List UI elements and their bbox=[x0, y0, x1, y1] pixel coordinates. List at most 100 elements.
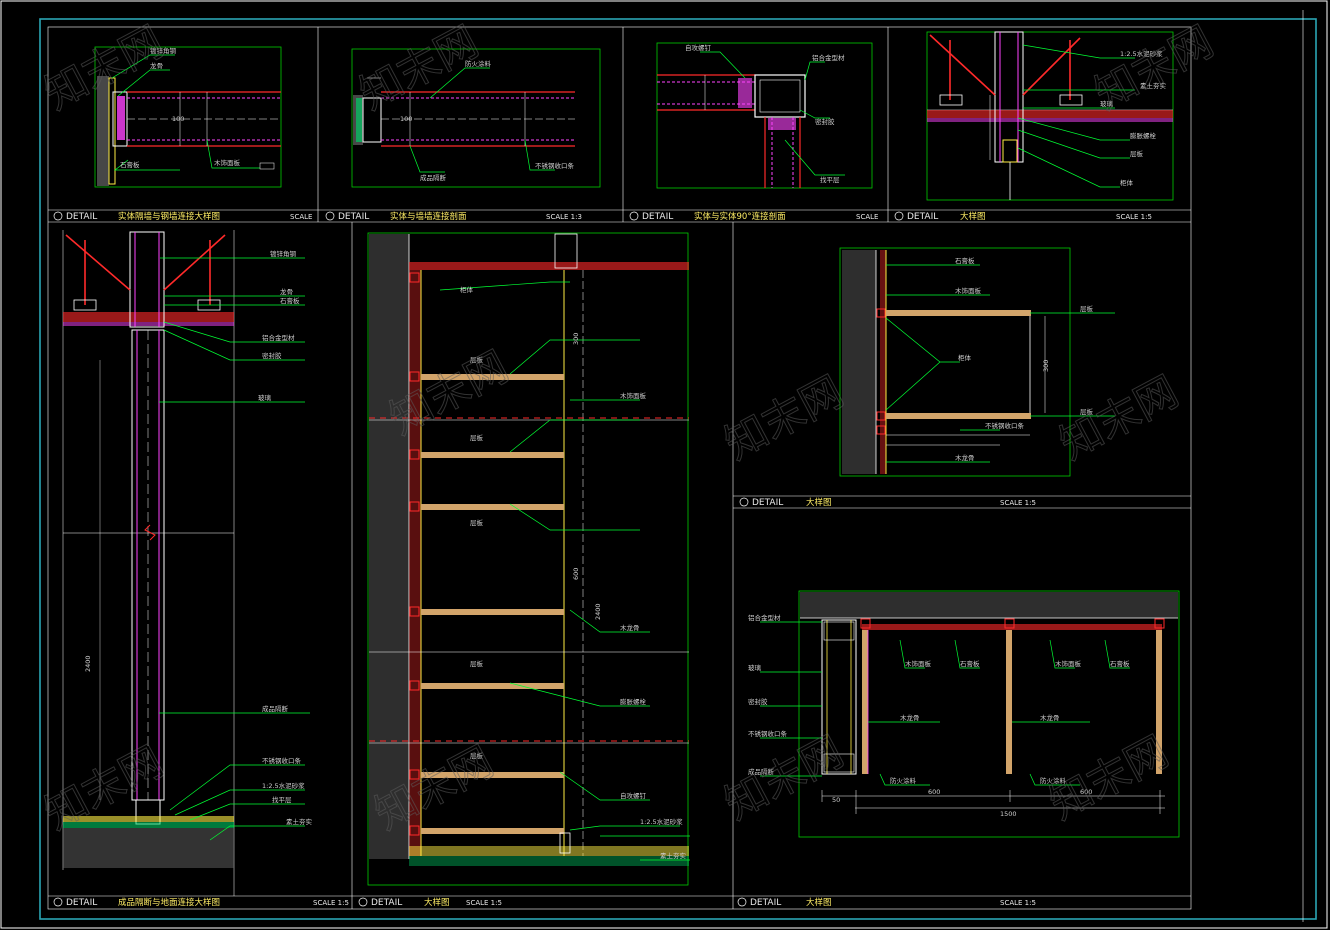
note-3: 石膏板 bbox=[120, 160, 140, 169]
dim-3: 2400 bbox=[84, 655, 92, 672]
note-31: 层板 bbox=[470, 433, 484, 442]
dim-2: 100 bbox=[400, 115, 412, 123]
note-36: 膨胀螺栓 bbox=[620, 697, 647, 706]
note-5: 防火涂料 bbox=[465, 59, 492, 68]
dim-8: 50 bbox=[832, 796, 840, 804]
d8-prefix: DETAIL bbox=[750, 898, 781, 908]
title-strip-d7: DETAIL 大样图 SCALE 1:5 bbox=[358, 897, 502, 908]
detail-4-drawing: 1:2.5水泥砂浆 素土夯实 玻璃 膨胀螺栓 层板 柜体 bbox=[927, 31, 1173, 200]
title-strip-d8: DETAIL 大样图 SCALE 1:5 bbox=[737, 897, 1036, 908]
title-strip-d5: DETAIL 大样图 SCALE 1:5 bbox=[739, 497, 1036, 508]
title-strip-d3: DETAIL 实体与实体90°连接剖面 SCALE bbox=[629, 211, 878, 222]
note-37: 层板 bbox=[470, 751, 484, 760]
note-16: 层板 bbox=[1130, 149, 1144, 158]
d3-prefix: DETAIL bbox=[642, 212, 673, 222]
note-8: 自攻螺钉 bbox=[685, 43, 712, 52]
note-55: 木饰面板 bbox=[1055, 659, 1082, 668]
note-19: 龙骨 bbox=[280, 287, 293, 296]
watermark-2: 知末网 bbox=[352, 16, 486, 118]
d3-title: 实体与实体90°连接剖面 bbox=[694, 211, 786, 222]
note-30: 层板 bbox=[470, 355, 484, 364]
title-strip-d6: DETAIL 成品隔断与地面连接大样图 SCALE 1:5 bbox=[53, 897, 349, 908]
detail-5-drawing: 石膏板 木饰面板 层板 柜体 层板 不锈钢收口条 木龙骨 300 bbox=[842, 250, 1115, 474]
d3-scale: SCALE bbox=[856, 213, 878, 221]
note-10: 密封胶 bbox=[815, 117, 835, 126]
note-34: 木龙骨 bbox=[620, 623, 640, 632]
note-9: 铝合金型材 bbox=[812, 53, 845, 62]
watermark-6: 知末网 bbox=[1052, 366, 1186, 468]
note-45: 层板 bbox=[1080, 407, 1094, 416]
note-47: 木龙骨 bbox=[955, 453, 975, 462]
note-42: 木饰面板 bbox=[955, 286, 982, 295]
dim-11: 1500 bbox=[1000, 810, 1017, 818]
dim-4: 300 bbox=[572, 333, 580, 345]
d1-prefix: DETAIL bbox=[66, 212, 97, 222]
note-24: 成品隔断 bbox=[262, 704, 289, 713]
d5-title: 大样图 bbox=[806, 497, 832, 508]
note-2: 龙骨 bbox=[150, 61, 163, 70]
note-18: 镀锌角钢 bbox=[270, 249, 297, 258]
panel-dividers bbox=[48, 27, 1191, 909]
note-11: 找平层 bbox=[820, 175, 840, 184]
note-41: 石膏板 bbox=[955, 256, 975, 265]
watermark-5: 知末网 bbox=[717, 366, 851, 468]
d2-prefix: DETAIL bbox=[338, 212, 369, 222]
note-1: 镀锌角钢 bbox=[150, 46, 177, 55]
d8-title: 大样图 bbox=[806, 897, 832, 908]
d1-scale: SCALE bbox=[290, 213, 312, 221]
note-13: 素土夯实 bbox=[1140, 81, 1167, 90]
note-7: 不锈钢收口条 bbox=[535, 161, 575, 170]
watermark-9: 知末网 bbox=[717, 726, 851, 828]
note-40: 素土夯实 bbox=[660, 851, 687, 860]
note-38: 自攻螺钉 bbox=[620, 791, 647, 800]
note-60: 防火涂料 bbox=[1040, 776, 1067, 785]
dim-7: 300 bbox=[1042, 360, 1050, 372]
note-44: 柜体 bbox=[958, 353, 972, 362]
note-15: 膨胀螺栓 bbox=[1130, 131, 1157, 140]
detail-1-drawing: 镀锌角钢 龙骨 石膏板 木饰面板 100 bbox=[97, 46, 281, 186]
d4-scale: SCALE 1:5 bbox=[1116, 213, 1152, 221]
note-53: 木饰面板 bbox=[905, 659, 932, 668]
sheet-border-cyan bbox=[39, 18, 1317, 920]
viewport-frames bbox=[94, 31, 1180, 886]
note-6: 成品隔断 bbox=[420, 173, 447, 182]
note-59: 防火涂料 bbox=[890, 776, 917, 785]
d4-prefix: DETAIL bbox=[907, 212, 938, 222]
note-52: 成品隔断 bbox=[748, 767, 775, 776]
title-strip-d2: DETAIL 实体与墙墙连接剖面 SCALE 1:3 bbox=[325, 211, 582, 222]
dim-5: 600 bbox=[572, 568, 580, 580]
note-50: 密封胶 bbox=[748, 697, 768, 706]
d7-scale: SCALE 1:5 bbox=[466, 899, 502, 907]
detail-2-drawing: 防火涂料 成品隔断 不锈钢收口条 100 bbox=[353, 59, 575, 182]
sheet-inner-frame bbox=[47, 26, 1192, 910]
note-20: 石膏板 bbox=[280, 296, 300, 305]
title-strip-d4: DETAIL 大样图 SCALE 1:5 bbox=[894, 211, 1152, 222]
note-26: 1:2.5水泥砂浆 bbox=[262, 781, 305, 790]
d2-title: 实体与墙墙连接剖面 bbox=[390, 211, 467, 222]
d7-title: 大样图 bbox=[424, 897, 450, 908]
d1-title: 实体隔墙与钢墙连接大样图 bbox=[118, 211, 220, 222]
dim-9: 600 bbox=[928, 788, 940, 796]
d6-prefix: DETAIL bbox=[66, 898, 97, 908]
note-22: 密封胶 bbox=[262, 351, 282, 360]
d5-scale: SCALE 1:5 bbox=[1000, 499, 1036, 507]
d6-title: 成品隔断与地面连接大样图 bbox=[118, 897, 220, 908]
note-28: 素土夯实 bbox=[286, 817, 313, 826]
note-58: 木龙骨 bbox=[1040, 713, 1060, 722]
note-14: 玻璃 bbox=[1100, 99, 1114, 108]
note-23: 玻璃 bbox=[258, 393, 272, 402]
note-17: 柜体 bbox=[1120, 178, 1134, 187]
d5-prefix: DETAIL bbox=[752, 498, 783, 508]
note-21: 铝合金型材 bbox=[262, 333, 295, 342]
d7-prefix: DETAIL bbox=[371, 898, 402, 908]
dim-6: 2400 bbox=[594, 603, 602, 620]
detail-7-drawing: 柜体 层板 层板 木饰面板 层板 木龙骨 层板 膨胀螺栓 层板 自攻螺钉 1:2… bbox=[369, 233, 690, 866]
note-27: 找平层 bbox=[272, 795, 292, 804]
note-48: 铝合金型材 bbox=[748, 613, 781, 622]
note-51: 不锈钢收口条 bbox=[748, 729, 788, 738]
d6-scale: SCALE 1:5 bbox=[313, 899, 349, 907]
note-35: 层板 bbox=[470, 659, 484, 668]
d2-scale: SCALE 1:3 bbox=[546, 213, 582, 221]
note-57: 木龙骨 bbox=[900, 713, 920, 722]
